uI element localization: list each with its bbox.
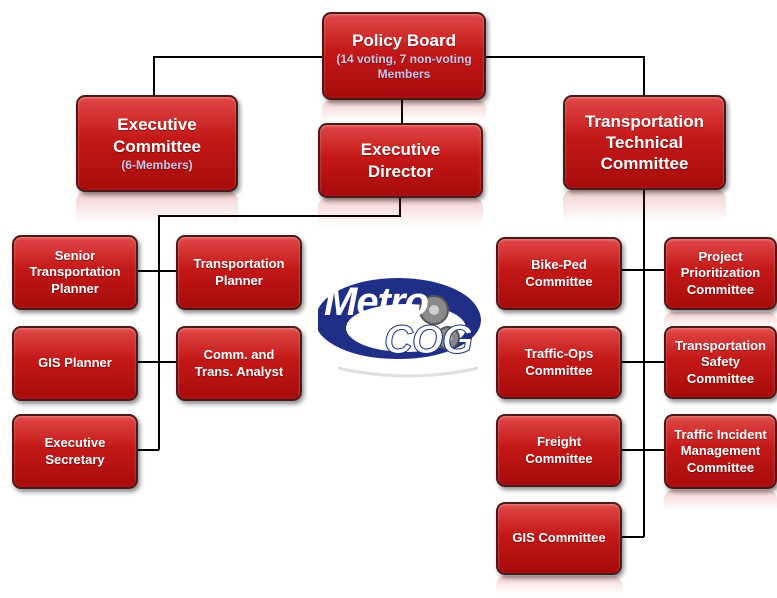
executive-secretary-title: Executive Secretary <box>44 435 106 467</box>
executive-director-box: Executive Director <box>318 123 483 198</box>
policy-board-box: Policy Board (14 voting, 7 non-voting Me… <box>322 12 486 100</box>
ttc-reflection <box>563 190 726 230</box>
gis-committee-box: GIS Committee <box>496 502 622 575</box>
policy-board-title: Policy Board <box>352 30 456 50</box>
policy-board-reflection <box>322 100 486 126</box>
logo-cog-text: COG <box>383 318 473 363</box>
line-policy-to-exec-committee <box>153 56 322 95</box>
logo-metro-text: Metro <box>324 280 429 324</box>
project-prioritization-title: Project Prioritization Committee <box>680 249 761 297</box>
freight-box: Freight Committee <box>496 414 622 487</box>
executive-director-title: Executive Director <box>360 140 441 181</box>
project-prioritization-box: Project Prioritization Committee <box>664 237 777 310</box>
transportation-planner-box: Transportation Planner <box>176 235 302 310</box>
line-director-to-staff <box>158 198 401 450</box>
gis-planner-title: GIS Planner <box>38 355 112 371</box>
policy-board-subtitle: (14 voting, 7 non-voting Members <box>336 52 472 82</box>
comm-analyst-title: Comm. and Trans. Analyst <box>194 347 284 379</box>
traffic-ops-box: Traffic-Ops Committee <box>496 326 622 399</box>
transportation-safety-title: Transportation Safety Committee <box>674 338 766 386</box>
executive-secretary-box: Executive Secretary <box>12 414 138 489</box>
traffic-incident-box: Traffic Incident Management Committee <box>664 414 777 489</box>
traffic-ops-title: Traffic-Ops Committee <box>524 346 594 378</box>
gis-committee-title: GIS Committee <box>512 530 606 546</box>
traffic-incident-title: Traffic Incident Management Committee <box>674 427 767 475</box>
gis-committee-reflection <box>496 576 622 598</box>
logo-swoosh <box>318 278 481 378</box>
executive-committee-title: Executive Committee <box>113 115 201 156</box>
senior-planner-title: Senior Transportation Planner <box>29 248 121 296</box>
bike-ped-title: Bike-Ped Committee <box>525 257 593 289</box>
ttc-title: Transportation Technical Committee <box>584 111 704 174</box>
executive-committee-subtitle: (6-Members) <box>121 157 193 172</box>
exec-committee-reflection <box>76 192 238 232</box>
freight-title: Freight Committee <box>525 434 593 466</box>
gis-planner-box: GIS Planner <box>12 326 138 401</box>
exec-director-reflection <box>318 198 483 234</box>
senior-planner-box: Senior Transportation Planner <box>12 235 138 310</box>
metrocog-logo: Metro COG <box>318 272 488 392</box>
executive-committee-box: Executive Committee (6-Members) <box>76 95 238 192</box>
comm-analyst-box: Comm. and Trans. Analyst <box>176 326 302 401</box>
transportation-safety-box: Transportation Safety Committee <box>664 326 777 399</box>
ttc-box: Transportation Technical Committee <box>563 95 726 190</box>
line-policy-to-ttc <box>485 56 645 95</box>
incident-reflection <box>664 490 777 516</box>
bike-ped-box: Bike-Ped Committee <box>496 237 622 310</box>
transportation-planner-title: Transportation Planner <box>193 256 285 288</box>
